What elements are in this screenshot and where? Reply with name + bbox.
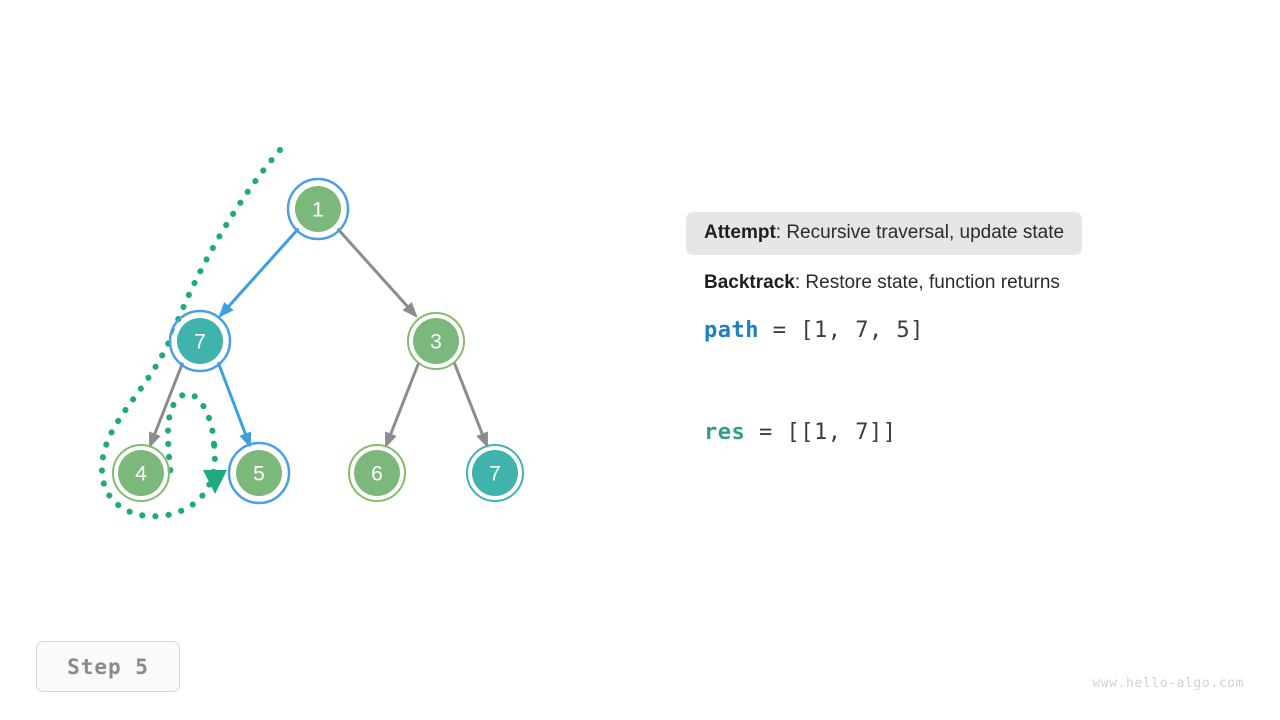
tree-node-7-left[interactable]: 7 (168, 309, 232, 373)
tree-node-5[interactable]: 5 (227, 441, 291, 505)
tree-node-1-label: 1 (312, 199, 324, 222)
backtrack-label: Backtrack (704, 272, 795, 293)
watermark: www.hello-algo.com (1092, 676, 1244, 691)
tree-edges (148, 226, 489, 449)
trace-inner-loop (164, 390, 217, 479)
tree-node-7-right[interactable]: 7 (466, 444, 524, 502)
tree-node-4[interactable]: 4 (112, 444, 170, 502)
tree-node-1[interactable]: 1 (286, 177, 350, 241)
trace-arrowhead (203, 470, 227, 494)
backtrack-description: : Restore state, function returns (794, 272, 1060, 293)
path-variable-value: = [1, 7, 5] (758, 318, 924, 343)
tree-node-5-label: 5 (253, 463, 265, 486)
path-variable-row: path = [1, 7, 5] (686, 317, 1246, 345)
tree-node-7-left-label: 7 (194, 331, 206, 354)
attempt-row: Attempt: Recursive traversal, update sta… (686, 212, 1083, 255)
backtrack-trace (98, 147, 283, 520)
edge-7-to-5 (216, 361, 252, 449)
edge-7-to-4 (148, 361, 185, 449)
step-badge: Step 5 (36, 641, 180, 692)
tree-node-3-label: 3 (430, 331, 442, 354)
res-variable-row: res = [[1, 7]] (686, 419, 1246, 447)
trace-outer-loop (98, 147, 283, 520)
edge-3-to-6 (384, 361, 421, 449)
res-variable-value: = [[1, 7]] (745, 420, 897, 445)
attempt-label: Attempt (704, 222, 776, 243)
tree-node-3[interactable]: 3 (407, 312, 465, 370)
res-variable-name: res (704, 420, 746, 445)
edge-1-to-7 (218, 226, 301, 318)
edge-1-to-3 (335, 226, 418, 318)
tree-node-7-right-label: 7 (489, 463, 501, 486)
edge-3-to-7 (452, 361, 489, 449)
attempt-description: : Recursive traversal, update state (775, 222, 1065, 243)
state-info-panel: Attempt: Recursive traversal, update sta… (686, 212, 1246, 447)
step-badge-label: Step 5 (67, 654, 149, 679)
backtrack-row: Backtrack: Restore state, function retur… (686, 271, 1246, 295)
tree-nodes: 1 7 3 4 5 (112, 177, 524, 505)
binary-tree-diagram: 1 7 3 4 5 (98, 147, 524, 520)
tree-node-6-label: 6 (371, 463, 383, 486)
tree-node-6[interactable]: 6 (348, 444, 406, 502)
tree-node-4-label: 4 (135, 463, 147, 486)
path-variable-name: path (704, 318, 759, 343)
